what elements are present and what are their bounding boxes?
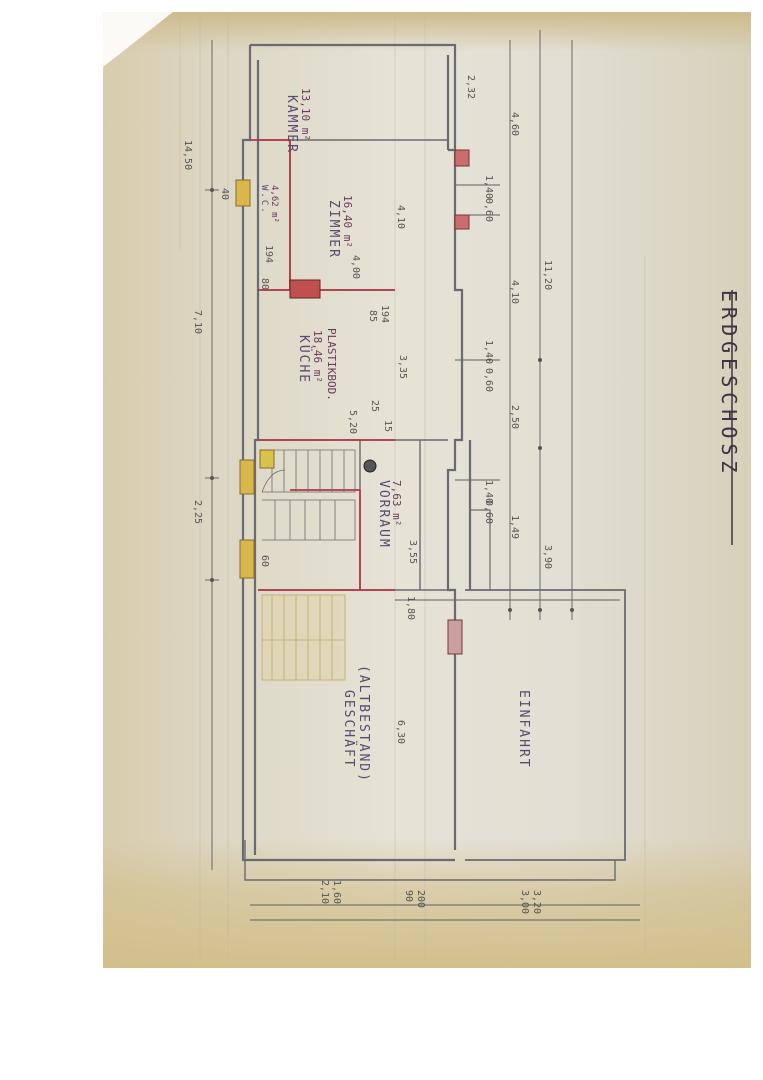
scanned-sheet [103,12,751,968]
dim-410: 4,10 [395,205,406,229]
floor-title: ERDGESCHOSZ [717,290,741,477]
room-name-wc: W.C. [259,185,269,215]
dim-top-total: 14,50 [182,140,193,170]
dim-410b: 4,10 [509,280,520,304]
dim-300: 3,00 [519,890,530,914]
dim-85: 85 [367,310,378,322]
dim-194b: 194 [379,305,390,323]
windows [235,149,470,655]
room-name-einfahrt: EINFAHRT [516,690,531,769]
win-140c: 1,40 [483,480,494,504]
win-060b: 0,60 [483,368,494,392]
stair-upper [261,449,356,541]
dim-15: 15 [382,420,393,432]
dim-149: 1,49 [509,515,520,539]
chimney [289,279,377,473]
room-name-vorraum: VORRAUM [376,480,391,549]
dim-90: 90 [403,890,414,902]
win-060a: 0,60 [483,198,494,222]
dim-1120: 11,20 [542,260,553,290]
dim-160: 1,60 [331,880,342,904]
dim-320: 3,20 [531,890,542,914]
room-name-kueche: KÜCHE [296,335,313,384]
dim-210: 2,10 [319,880,330,904]
win-140a: 1,40 [483,175,494,199]
dim-355: 3,55 [407,540,418,564]
dim-60: 60 [259,555,270,567]
room-labels: KAMMER 13,10 m² W.C. 4,62 m² ZIMMER 16,4… [259,88,531,783]
dim-460: 4,60 [509,112,520,136]
paper-guidelines [179,15,646,960]
room-area-kammer: 13,10 m² [299,88,312,141]
room-area-kueche: 18,46 m² [311,330,324,383]
dim-225: 2,25 [192,500,203,524]
dimension-labels: 14,50 7,10 2,25 40 80 194 60 194 85 5,20… [182,75,553,914]
room-name-kammer: KAMMER [284,95,299,154]
dim-390: 3,90 [542,545,553,569]
paper-fold [103,12,173,67]
room-name-zimmer: ZIMMER [326,200,341,259]
dim-335: 3,35 [397,355,408,379]
stair-lower [261,594,346,681]
room-note-kueche: PLASTIKBOD. [325,328,338,401]
dim-630: 6,30 [395,720,406,744]
dim-520: 5,20 [347,410,358,434]
room-name-geschaeft: GESCHÄFT [341,690,357,769]
dimension-ticks [210,188,574,612]
dimension-lines [205,30,640,921]
win-140b: 1,40 [483,340,494,364]
dim-250: 2,50 [509,405,520,429]
dim-180: 1,80 [405,596,416,620]
dim-40a: 40 [219,188,230,200]
room-note-geschaeft: (ALTBESTAND) [356,665,371,783]
room-area-zimmer: 16,40 m² [341,195,354,248]
walls [241,43,626,881]
room-area-vorraum: 7,63 m² [390,480,403,526]
dim-400: 4,00 [350,255,361,279]
dim-200: 200 [415,890,426,908]
dim-194a: 194 [263,245,274,263]
dim-710: 7,10 [192,310,203,334]
dim-80: 80 [259,278,270,290]
win-060c: 0,60 [483,500,494,524]
dim-25: 25 [369,400,380,412]
new-walls [250,139,395,591]
dim-232: 2,32 [465,75,476,99]
room-area-wc: 4,62 m² [269,185,279,223]
